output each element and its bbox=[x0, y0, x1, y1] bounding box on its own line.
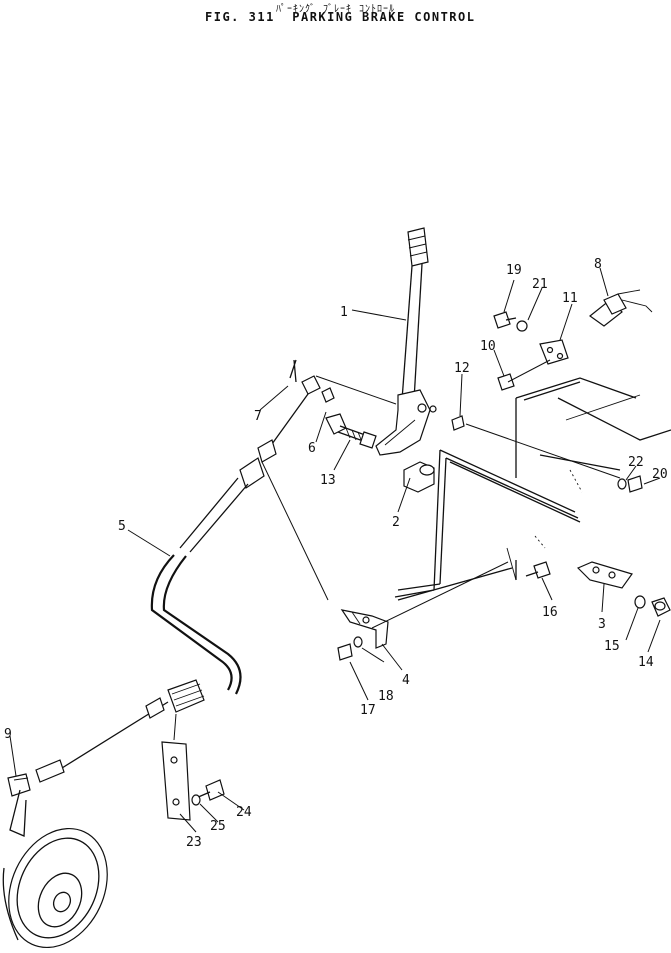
figure-title-text: PARKING BRAKE CONTROL bbox=[292, 10, 476, 24]
callout-17: 17 bbox=[360, 703, 376, 718]
control-cable bbox=[7, 393, 309, 797]
clevis-pin bbox=[289, 359, 335, 403]
callout-5: 5 bbox=[118, 519, 126, 534]
pivot-bolt bbox=[325, 413, 377, 449]
callout-20: 20 bbox=[652, 467, 668, 482]
hardware bbox=[161, 289, 671, 821]
callout-15: 15 bbox=[604, 639, 620, 654]
callout-10: 10 bbox=[480, 339, 496, 354]
callout-24: 24 bbox=[236, 805, 252, 820]
callout-13: 13 bbox=[320, 473, 336, 488]
callout-11: 11 bbox=[562, 291, 578, 306]
callout-4: 4 bbox=[402, 673, 410, 688]
callout-8: 8 bbox=[594, 257, 602, 272]
figure-title: FIG. 311 PARKING BRAKE CONTROL bbox=[205, 10, 475, 24]
callout-21: 21 bbox=[532, 277, 548, 292]
callout-6: 6 bbox=[308, 441, 316, 456]
bracket-3 bbox=[576, 561, 633, 589]
callout-7: 7 bbox=[254, 409, 262, 424]
callout-16: 16 bbox=[542, 605, 558, 620]
bushing bbox=[403, 461, 435, 493]
callout-2: 2 bbox=[392, 515, 400, 530]
callout-3: 3 bbox=[598, 617, 606, 632]
callout-25: 25 bbox=[210, 819, 226, 834]
callout-18: 18 bbox=[378, 689, 394, 704]
callout-labels: 1 2 3 4 5 6 7 8 9 10 11 12 13 14 15 16 1… bbox=[4, 257, 668, 850]
callout-14: 14 bbox=[638, 655, 654, 670]
mounting-frame bbox=[394, 377, 671, 601]
parking-brake-lever bbox=[375, 227, 437, 456]
callout-1: 1 bbox=[340, 305, 348, 320]
title-japanese: ﾊﾟｰｷﾝｸﾞ ﾌﾞﾚｰｷ ｺﾝﾄﾛｰﾙ bbox=[275, 4, 396, 15]
callout-22: 22 bbox=[628, 455, 644, 470]
figure-number: FIG. 311 bbox=[205, 10, 275, 24]
leader-lines bbox=[9, 267, 661, 833]
bracket-4 bbox=[340, 609, 389, 649]
brake-drum bbox=[2, 789, 108, 949]
callout-19: 19 bbox=[506, 263, 522, 278]
callout-9: 9 bbox=[4, 727, 12, 742]
callout-23: 23 bbox=[186, 835, 202, 850]
callout-12: 12 bbox=[454, 361, 470, 376]
